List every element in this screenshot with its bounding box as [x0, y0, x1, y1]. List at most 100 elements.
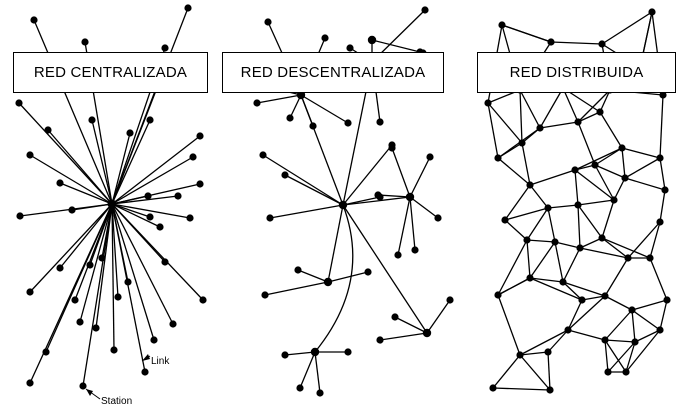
network-link [659, 299, 668, 331]
network-link [314, 204, 354, 353]
network-station [516, 351, 524, 359]
network-station [79, 382, 87, 390]
network-link [539, 87, 564, 129]
network-station [518, 139, 526, 147]
distributed-network-title: RED DISTRIBUIDA [477, 52, 676, 93]
network-station [374, 191, 382, 199]
network-link [409, 196, 416, 251]
network-station [559, 278, 567, 286]
network-station [346, 44, 354, 52]
network-station [156, 223, 164, 231]
network-station [596, 108, 604, 116]
network-station [259, 151, 267, 159]
network-station [144, 192, 152, 200]
network-link [621, 147, 626, 179]
network-station [141, 368, 149, 376]
network-station [30, 16, 38, 24]
network-station [88, 116, 96, 124]
network-link [299, 351, 316, 389]
network-link [487, 102, 499, 159]
network-link [659, 94, 664, 159]
network-link [111, 203, 119, 298]
network-station [598, 234, 606, 242]
network-link [519, 354, 551, 391]
network-link [111, 203, 151, 218]
network-link [624, 177, 666, 191]
network-station [26, 151, 34, 159]
network-link [394, 316, 428, 334]
network-link [601, 199, 615, 239]
network-station [422, 328, 432, 338]
network-station [81, 38, 89, 46]
network-link [504, 207, 549, 221]
network-link [111, 203, 204, 301]
station-label: Station [101, 396, 132, 407]
network-link [29, 203, 113, 384]
network-link [521, 142, 531, 186]
network-link [82, 203, 113, 387]
network-link [111, 203, 161, 228]
network-link [613, 177, 626, 201]
network-link [577, 89, 611, 123]
network-station [367, 35, 377, 45]
network-link [599, 111, 623, 149]
network-link [577, 204, 581, 249]
network-link [625, 329, 661, 373]
network-link [497, 294, 521, 356]
network-link [79, 203, 113, 323]
network-station [571, 166, 579, 174]
network-station [610, 196, 618, 204]
network-link [594, 147, 623, 166]
network-station [631, 338, 639, 346]
network-station [376, 118, 384, 126]
network-link [111, 132, 131, 205]
network-station [494, 291, 502, 299]
network-link [547, 329, 569, 353]
network-station [266, 214, 274, 222]
network-station [364, 268, 372, 276]
network-link [577, 111, 601, 123]
network-link [59, 182, 113, 205]
network-link [111, 203, 115, 351]
network-station [526, 181, 534, 189]
network-station [344, 348, 352, 356]
network-link [289, 94, 302, 119]
network-station [446, 296, 454, 304]
network-link [409, 156, 431, 198]
network-link [111, 195, 179, 205]
network-station [174, 192, 182, 200]
network-station [544, 204, 552, 212]
network-station [526, 274, 534, 282]
network-link [327, 204, 344, 283]
network-link [492, 354, 521, 389]
network-link [526, 207, 549, 241]
network-link [111, 195, 149, 205]
network-station [316, 389, 324, 397]
network-link [529, 277, 583, 301]
network-link [631, 309, 661, 331]
network-link [562, 281, 606, 297]
network-station [489, 384, 497, 392]
network-link [262, 154, 344, 206]
network-station [624, 254, 632, 262]
network-link [297, 269, 329, 283]
network-link [574, 169, 615, 201]
station-annotation: Station [85, 388, 132, 407]
network-link [562, 87, 579, 123]
network-station [196, 180, 204, 188]
network-station [323, 277, 333, 287]
network-link [574, 147, 623, 171]
network-station [604, 368, 612, 376]
network-link [300, 94, 344, 206]
network-link [391, 147, 411, 198]
network-link [300, 94, 349, 124]
network-station [107, 199, 117, 209]
network-station [661, 186, 669, 194]
network-link [604, 257, 629, 297]
network-station [338, 200, 348, 210]
network-link [554, 241, 564, 283]
network-station [310, 347, 320, 357]
network-link [547, 207, 556, 243]
network-station [26, 379, 34, 387]
network-link [539, 121, 579, 129]
